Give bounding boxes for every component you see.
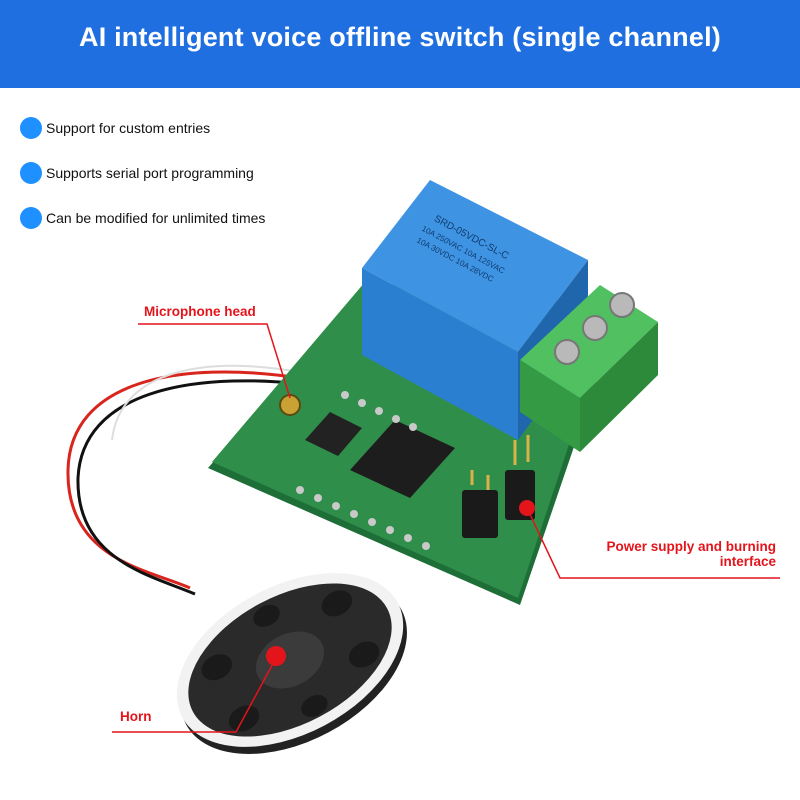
callout-microphone: Microphone head — [144, 304, 256, 319]
bullet-icon — [20, 117, 42, 139]
callout-power-line2: interface — [719, 554, 776, 569]
callout-power: Power supply and burning interface — [570, 539, 776, 569]
speaker-wire-white — [111, 364, 301, 441]
feature-item: Support for custom entries — [20, 117, 210, 139]
feature-text: Can be modified for unlimited times — [46, 210, 266, 226]
feature-item: Can be modified for unlimited times — [20, 207, 265, 229]
bullet-icon — [20, 207, 42, 229]
speaker-wire-black — [76, 379, 303, 596]
callout-dot-horn — [266, 646, 286, 666]
callout-line-horn — [112, 657, 277, 733]
speaker-wire-red — [66, 370, 301, 590]
relay: SRD-05VDC-SL-C 10A 250VAC 10A 125VAC 10A… — [362, 180, 588, 440]
callout-horn: Horn — [120, 709, 152, 724]
main-chip — [350, 420, 455, 498]
callout-dot-power — [519, 500, 535, 516]
terminal-block — [520, 285, 658, 452]
feature-text: Support for custom entries — [46, 120, 211, 136]
callout-line-microphone — [138, 323, 291, 399]
bullet-icon — [20, 162, 42, 184]
callout-line-power — [526, 507, 780, 579]
microphone — [279, 394, 301, 416]
callout-power-line1: Power supply and burning — [606, 539, 776, 554]
small-chip — [305, 412, 362, 456]
feature-item: Supports serial port programming — [20, 162, 254, 184]
title-banner: AI intelligent voice offline switch (sin… — [0, 0, 800, 88]
feature-text: Supports serial port programming — [46, 165, 254, 181]
speaker — [176, 573, 407, 754]
page-title: AI intelligent voice offline switch (sin… — [79, 22, 721, 52]
